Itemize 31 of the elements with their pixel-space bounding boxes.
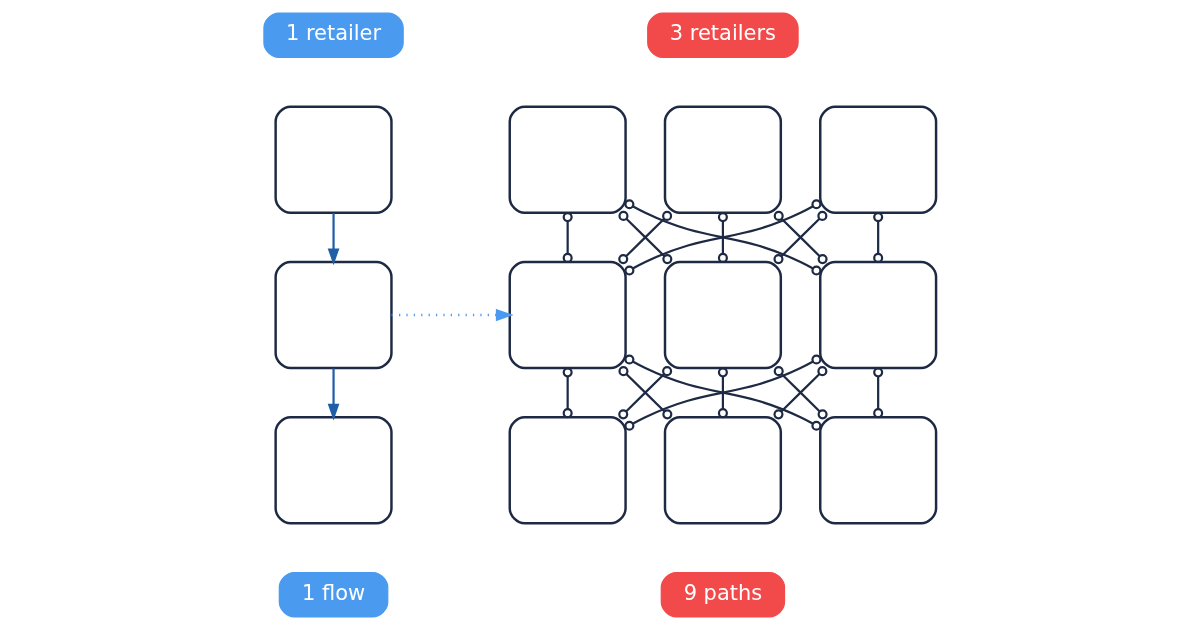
node-box xyxy=(663,416,783,525)
node-box xyxy=(274,105,393,214)
node-box xyxy=(274,260,393,370)
node-box xyxy=(508,416,627,525)
connector xyxy=(618,366,673,420)
connector xyxy=(624,199,822,276)
node-box xyxy=(663,260,783,370)
node-box xyxy=(508,260,627,370)
connector xyxy=(717,212,728,263)
connector xyxy=(562,367,573,419)
arrow xyxy=(327,368,340,421)
connector xyxy=(873,212,884,263)
node-box: 9 paths xyxy=(660,571,786,618)
arrow xyxy=(391,308,514,322)
node-box xyxy=(663,105,783,214)
node-box xyxy=(819,416,938,525)
node-box xyxy=(819,105,938,214)
node-box: 3 retailers xyxy=(647,12,799,59)
node-box: 1 flow xyxy=(278,571,389,618)
connector xyxy=(773,366,828,420)
node-box xyxy=(274,416,393,525)
node-box xyxy=(508,105,627,214)
connector xyxy=(873,367,884,419)
connector xyxy=(717,367,728,419)
connector xyxy=(562,212,573,263)
node-box xyxy=(819,260,938,370)
arrow xyxy=(327,213,340,266)
connector xyxy=(618,210,673,265)
connector xyxy=(624,354,822,431)
node-box: 1 retailer xyxy=(263,12,404,59)
connector xyxy=(773,210,828,265)
